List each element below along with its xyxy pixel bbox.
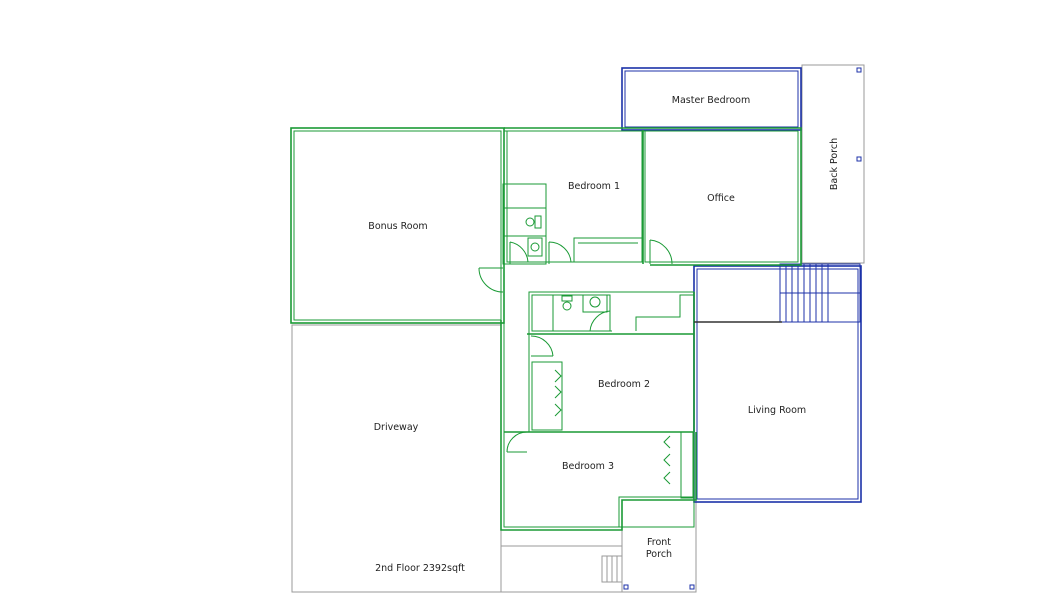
bedroom-3-closet: [680, 431, 695, 499]
label-office: Office: [707, 193, 735, 204]
bath-2: [528, 291, 695, 335]
office-wall: [644, 130, 799, 263]
floor-caption: 2nd Floor 2392sqft: [375, 563, 465, 574]
handle-back-porch-mid[interactable]: [856, 156, 862, 162]
front-steps: [601, 555, 623, 583]
green-walls: [290, 127, 802, 531]
label-master-bedroom: Master Bedroom: [672, 95, 750, 106]
bonus-room-wall-inner: [293, 130, 502, 321]
label-bedroom-2: Bedroom 2: [598, 379, 650, 390]
driveway-area: [291, 324, 502, 593]
bath-1: [502, 183, 547, 265]
blue-walls: [621, 67, 862, 590]
outline-areas: [291, 64, 865, 593]
back-porch-area: [801, 64, 865, 264]
sink-1: [527, 237, 543, 257]
door-bonus-room[interactable]: [478, 267, 504, 293]
master-bedroom-wall-outer: [621, 67, 802, 131]
label-bedroom-1: Bedroom 1: [568, 181, 620, 192]
lower-wing-wall: [500, 320, 697, 531]
door-office[interactable]: [649, 239, 673, 265]
master-bedroom-wall-inner: [624, 70, 799, 128]
handle-back-porch-top[interactable]: [856, 67, 862, 73]
door-bedroom-3[interactable]: [506, 431, 528, 453]
upper-wing-wall: [504, 127, 802, 266]
door-bath-1[interactable]: [509, 241, 529, 264]
toilet-2: [561, 295, 573, 302]
toilet-1: [525, 217, 535, 227]
stair-treads: [780, 264, 860, 322]
living-room-wall-inner: [696, 268, 859, 500]
living-room-wall-outer: [693, 265, 862, 503]
door-bedroom-1[interactable]: [548, 241, 572, 264]
label-front-porch-line1: Front: [647, 537, 671, 548]
label-bedroom-3: Bedroom 3: [562, 461, 614, 472]
door-bath-2[interactable]: [589, 310, 612, 332]
handle-front-porch-left[interactable]: [623, 584, 629, 590]
label-driveway: Driveway: [374, 422, 419, 433]
bedroom-2-closet: [531, 361, 563, 431]
label-front-porch-line2: Porch: [646, 549, 672, 560]
label-living-room: Living Room: [748, 405, 806, 416]
bonus-room-wall-outer: [290, 127, 505, 324]
bedroom-1-closet: [573, 237, 643, 263]
door-bedroom-2[interactable]: [530, 335, 554, 357]
label-back-porch: Back Porch: [829, 138, 840, 190]
handle-front-porch-right[interactable]: [689, 584, 695, 590]
label-bonus-room: Bonus Room: [368, 221, 427, 232]
room-labels: Master Bedroom Back Porch Bedroom 1 Offi…: [368, 95, 840, 574]
sink-2: [582, 294, 608, 313]
